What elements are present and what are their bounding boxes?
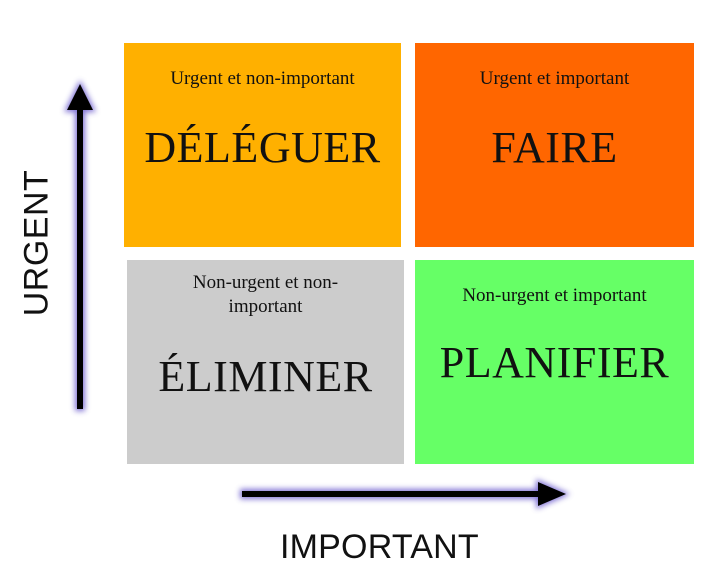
quadrant-plan-action: PLANIFIER [439, 338, 670, 387]
urgent-axis-label: URGENT [17, 169, 56, 317]
quadrant-eliminate: Non-urgent et non-important ÉLIMINER [127, 260, 404, 464]
quadrant-do-action: FAIRE [491, 123, 618, 172]
urgent-axis-arrow [64, 80, 96, 411]
quadrant-eliminate-action: ÉLIMINER [158, 352, 373, 401]
quadrant-do-subtitle: Urgent et important [479, 68, 630, 89]
quadrant-plan: Non-urgent et important PLANIFIER [415, 260, 694, 464]
quadrant-plan-subtitle: Non-urgent et important [462, 285, 647, 306]
important-axis-arrow [240, 479, 570, 509]
quadrant-delegate-action: DÉLÉGUER [144, 123, 381, 172]
quadrant-delegate-subtitle: Urgent et non-important [170, 68, 355, 89]
quadrant-eliminate-subtitle: Non-urgent et non-important [192, 272, 339, 317]
quadrant-delegate: Urgent et non-important DÉLÉGUER [124, 43, 401, 247]
quadrant-do: Urgent et important FAIRE [415, 43, 694, 247]
important-axis-label: IMPORTANT [280, 528, 479, 566]
